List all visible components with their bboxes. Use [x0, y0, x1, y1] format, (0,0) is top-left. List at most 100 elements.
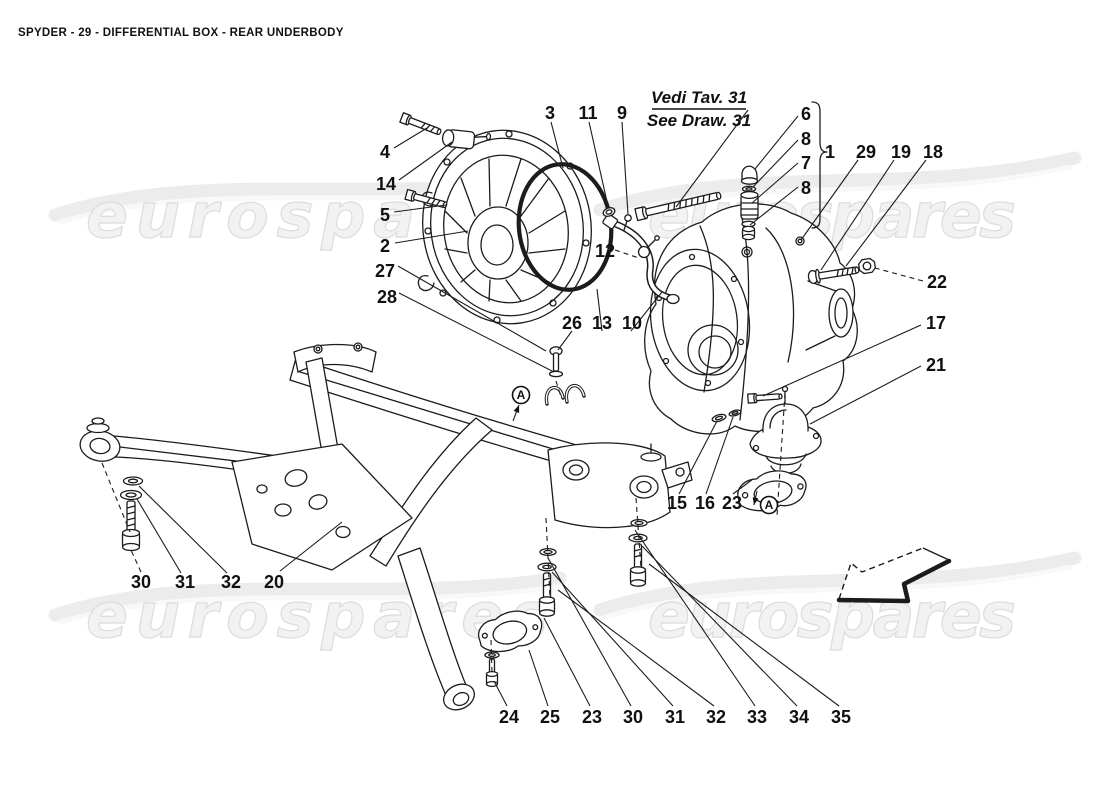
- leader-line-31: [551, 571, 674, 707]
- part-label-23: 23: [722, 493, 742, 513]
- part-label-19: 19: [891, 142, 911, 162]
- leader-line-25: [528, 649, 549, 707]
- clamp-bolt: [548, 346, 564, 378]
- differential-housing: [644, 203, 858, 435]
- part-label-11: 11: [578, 103, 597, 123]
- part-label-6: 6: [801, 104, 811, 124]
- small-washer: [602, 207, 616, 217]
- leader-line-4: [393, 127, 428, 149]
- watermark-text: eurospares: [648, 579, 1016, 652]
- leader-line-23: [543, 617, 591, 707]
- leader-line-centerline: [545, 517, 551, 599]
- breather-valve: [623, 214, 632, 231]
- leader-line-35: [648, 563, 840, 707]
- part-label-30: 30: [623, 707, 643, 727]
- leader-line-11: [588, 121, 609, 207]
- view-marker-circle: [511, 385, 531, 405]
- subframe-cross-beam: [369, 417, 493, 567]
- part-label-8: 8: [801, 178, 811, 198]
- leader-line-34: [641, 545, 798, 707]
- part-label-8: 8: [801, 129, 811, 149]
- rear-subframe: [79, 342, 693, 711]
- leader-line-centerline: [555, 380, 562, 398]
- leader-line-20: [279, 521, 343, 572]
- leader-line-8: [752, 139, 799, 188]
- part-label-9: 9: [617, 103, 627, 123]
- watermark-swoosh: [602, 164, 1073, 220]
- leader-lines: [101, 109, 927, 707]
- view-marker-letter: A: [517, 388, 526, 402]
- part-label-21: 21: [926, 355, 946, 375]
- part-label-7: 7: [801, 153, 811, 173]
- view-marker-arrowhead: [752, 497, 759, 505]
- leader-line-17: [762, 324, 922, 397]
- leader-line-9: [621, 121, 629, 215]
- leader-line-5: [393, 204, 447, 213]
- part-label-13: 13: [592, 313, 612, 333]
- cover-clamp: [441, 129, 492, 150]
- leader-line-24: [493, 680, 508, 707]
- leader-line-reference-note: [675, 109, 749, 208]
- part-label-32: 32: [706, 707, 726, 727]
- direction-arrow: [836, 547, 952, 604]
- part-label-14: 14: [376, 174, 396, 194]
- leader-line-23: [732, 478, 754, 495]
- cover-bolt: [404, 188, 448, 209]
- part-label-12: 12: [595, 241, 615, 261]
- part-label-27: 27: [375, 261, 395, 281]
- leader-line-10: [630, 291, 663, 332]
- part-label-29: 29: [856, 142, 876, 162]
- leader-line-6: [754, 115, 799, 170]
- part-label-3: 3: [545, 103, 555, 123]
- part-label-23: 23: [582, 707, 602, 727]
- leader-line-30: [130, 549, 142, 573]
- part-label-16: 16: [695, 493, 715, 513]
- part-label-26: 26: [562, 313, 582, 333]
- leader-line-29: [800, 159, 859, 241]
- gearbox-mount: [749, 385, 822, 474]
- leader-line-32: [557, 589, 715, 707]
- drawing: [79, 101, 952, 711]
- exhaust-gasket: [478, 610, 543, 653]
- leader-line-13: [596, 288, 603, 332]
- leader-line-centerline: [101, 462, 131, 533]
- mount-washers: [711, 409, 742, 423]
- view-marker-circle: [759, 495, 779, 515]
- part-label-4: 4: [380, 142, 390, 162]
- cover-bolt: [399, 112, 442, 136]
- leader-line-14: [398, 141, 453, 181]
- part-label-25: 25: [540, 707, 560, 727]
- part-label-34: 34: [789, 707, 809, 727]
- leader-line-21: [809, 365, 922, 425]
- part-label-35: 35: [831, 707, 851, 727]
- part-label-18: 18: [923, 142, 943, 162]
- differential-cover: [417, 129, 592, 325]
- part-label-28: 28: [377, 287, 397, 307]
- view-marker-arrowhead: [513, 405, 520, 413]
- leader-line-26: [557, 330, 573, 351]
- leader-line-centerline: [776, 392, 786, 517]
- part-label-17: 17: [926, 313, 946, 333]
- part-label-2: 2: [380, 236, 390, 256]
- watermark-swoosh: [57, 584, 558, 625]
- breather-pipe: [602, 213, 680, 305]
- part-label-32: 32: [221, 572, 241, 592]
- housing-bolt: [807, 266, 860, 285]
- page-title: SPYDER - 29 - DIFFERENTIAL BOX - REAR UN…: [18, 27, 344, 39]
- view-marker-letter: A: [765, 498, 774, 512]
- output-snout: [828, 288, 854, 338]
- leader-line-3: [550, 121, 564, 169]
- part-label-33: 33: [747, 707, 767, 727]
- leader-line-30: [547, 557, 632, 707]
- subframe-tower: [293, 343, 377, 373]
- leader-line-28: [398, 292, 555, 373]
- view-markers: AA: [511, 385, 779, 515]
- part-label-31: 31: [175, 572, 195, 592]
- leader-line-31: [136, 498, 182, 574]
- part-label-5: 5: [380, 205, 390, 225]
- part-label-15: 15: [667, 493, 687, 513]
- leader-line-15: [678, 420, 718, 495]
